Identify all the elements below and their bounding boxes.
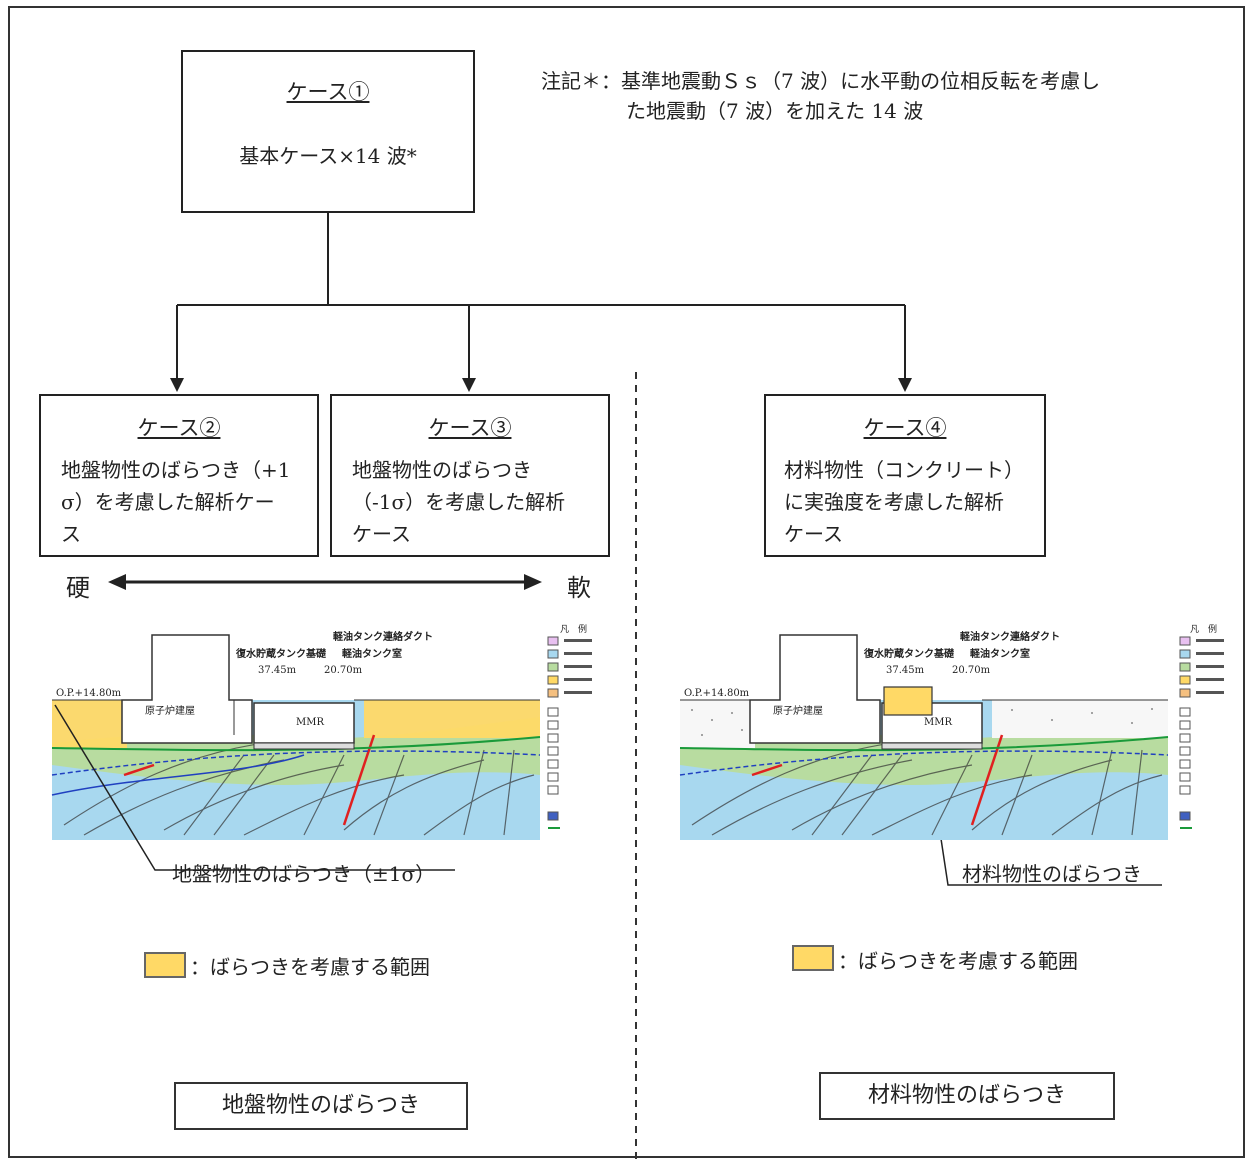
swatch-right xyxy=(792,945,834,971)
callout-right: 材料物性のばらつき xyxy=(962,862,1142,886)
dim2-right: 20.70m xyxy=(952,665,991,676)
case2-title: ケース② xyxy=(137,416,221,440)
footer-label-left: 地盤物性のばらつき xyxy=(174,1082,468,1130)
case3-line3: ケース xyxy=(352,522,411,546)
swatch-label-left: ：ばらつきを考慮する範囲 xyxy=(190,955,430,979)
note-line-2: た地震動（7 波）を加えた 14 波 xyxy=(626,99,924,123)
case3-box: ケース③ 地盤物性のばらつき （-1σ）を考慮した解析 ケース xyxy=(330,394,610,557)
case4-line3: ケース xyxy=(784,522,843,546)
duct-label-left: 軽油タンク連絡ダクト xyxy=(333,632,433,643)
callout-left: 地盤物性のばらつき（±1σ） xyxy=(172,862,436,886)
case3-title: ケース③ xyxy=(428,416,512,440)
mmr-right: MMR xyxy=(924,717,953,728)
ground-section-right xyxy=(679,634,1169,840)
legend-title-right: 凡 例 xyxy=(1190,625,1218,635)
elevation-right: O.P.+14.80m xyxy=(684,688,750,699)
hard-label: 硬 xyxy=(66,574,90,602)
mmr-left: MMR xyxy=(296,717,325,728)
case2-line1: 地盤物性のばらつき（+1 xyxy=(61,458,291,482)
case4-box: ケース④ 材料物性（コンクリート） に実強度を考慮した解析 ケース xyxy=(764,394,1046,557)
dim1-right: 37.45m xyxy=(886,665,925,676)
case3-line1: 地盤物性のばらつき xyxy=(352,458,532,482)
dim1-left: 37.45m xyxy=(258,665,297,676)
case4-line1: 材料物性（コンクリート） xyxy=(784,458,1024,482)
soft-label: 軟 xyxy=(567,574,591,602)
case1-body: 基本ケース×14 波* xyxy=(239,144,417,168)
tank-room-left: 軽油タンク室 xyxy=(342,649,402,660)
footer-label-right: 材料物性のばらつき xyxy=(819,1072,1115,1120)
case2-box: ケース② 地盤物性のばらつき（+1 σ）を考慮した解析ケー ス xyxy=(39,394,319,557)
swatch-left xyxy=(144,952,186,978)
tank-foundation-left: 復水貯蔵タンク基礎 xyxy=(236,649,326,660)
case3-line2: （-1σ）を考慮した解析 xyxy=(352,490,566,514)
case1-title: ケース① xyxy=(286,80,370,104)
case2-line2: σ）を考慮した解析ケー xyxy=(61,490,275,514)
case2-line3: ス xyxy=(61,522,81,546)
legend-right xyxy=(1179,636,1224,829)
reactor-left: 原子炉建屋 xyxy=(145,706,195,717)
case4-line2: に実強度を考慮した解析 xyxy=(784,490,1004,514)
case4-title: ケース④ xyxy=(863,416,947,440)
reactor-right: 原子炉建屋 xyxy=(773,706,823,717)
note-line-1: 注記＊：基準地震動Ｓｓ（7 波）に水平動の位相反転を考慮し xyxy=(541,69,1101,93)
legend-title-left: 凡 例 xyxy=(560,625,588,635)
case1-box: ケース① 基本ケース×14 波* xyxy=(181,50,475,213)
swatch-label-right: ：ばらつきを考慮する範囲 xyxy=(838,949,1078,973)
legend-left xyxy=(547,636,592,829)
dim2-left: 20.70m xyxy=(324,665,363,676)
tank-room-right: 軽油タンク室 xyxy=(970,649,1030,660)
elevation-left: O.P.+14.80m xyxy=(56,688,122,699)
duct-label-right: 軽油タンク連絡ダクト xyxy=(960,632,1060,643)
tank-foundation-right: 復水貯蔵タンク基礎 xyxy=(864,649,954,660)
outer-frame xyxy=(8,6,1245,1158)
